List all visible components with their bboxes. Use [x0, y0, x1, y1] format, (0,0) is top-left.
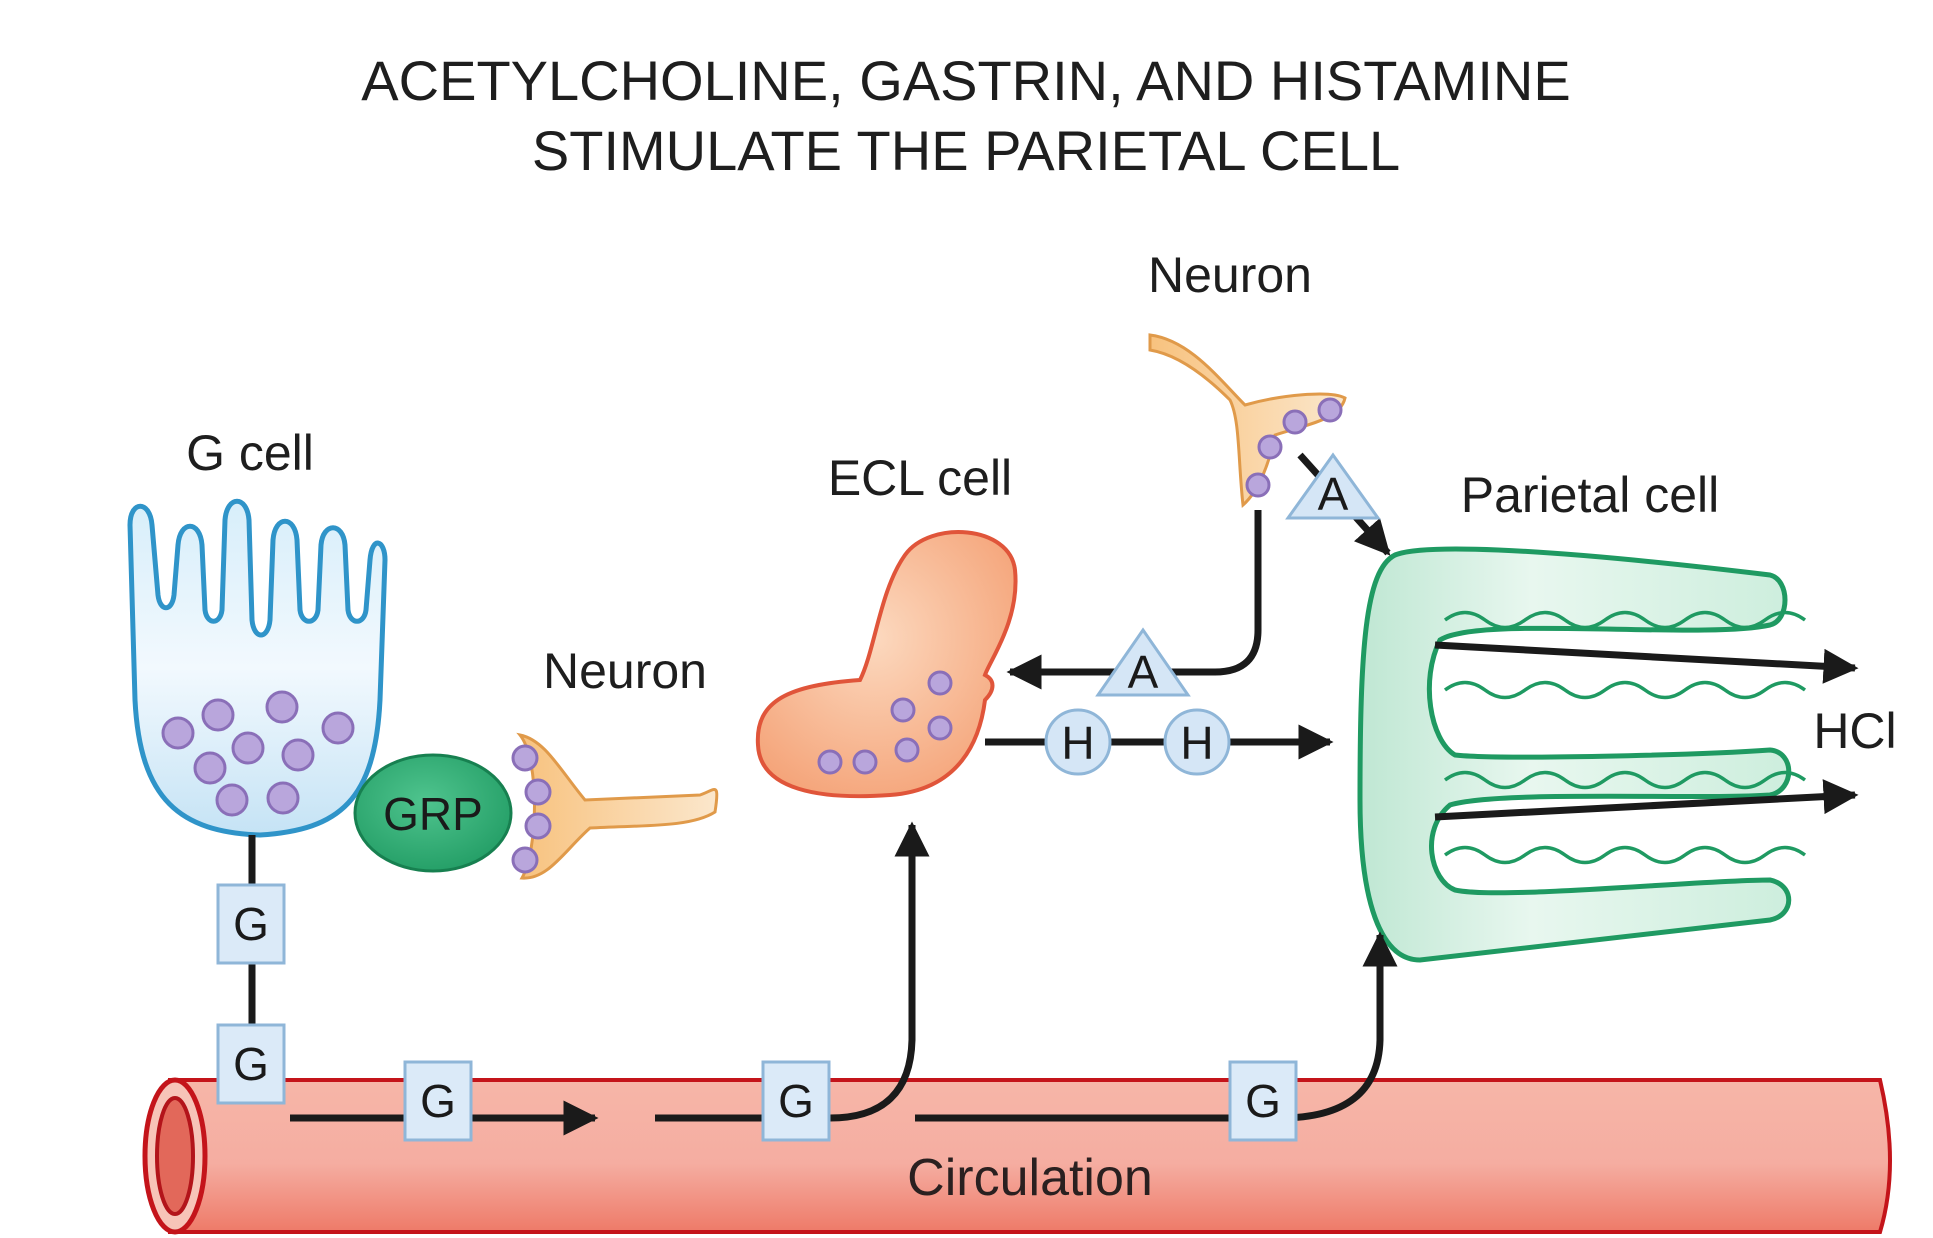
parietal-cell-label: Parietal cell	[1461, 467, 1719, 523]
svg-text:A: A	[1128, 646, 1159, 698]
neuron-left	[511, 732, 719, 880]
hcl-arrow-lower	[1434, 779, 1859, 821]
gastrin-box-3: G	[403, 1060, 473, 1142]
svg-text:H: H	[1061, 717, 1094, 769]
histamine-circle-1: H	[1044, 708, 1112, 776]
neuron-top	[1148, 333, 1347, 509]
grp-bubble	[353, 753, 513, 873]
acetylcholine-triangle-2: A	[1285, 452, 1381, 520]
hcl-label: HCl	[1813, 703, 1896, 759]
ecl-cell	[755, 530, 1018, 799]
ecl-cell-label: ECL cell	[828, 450, 1012, 506]
gastrin-box-4: G	[761, 1060, 831, 1142]
acetylcholine-triangle-1: A	[1095, 627, 1191, 698]
grp-label: GRP	[383, 788, 483, 840]
neuron-left-label: Neuron	[543, 643, 707, 699]
svg-text:G: G	[1245, 1075, 1281, 1127]
title-line-1: ACETYLCHOLINE, GASTRIN, AND HISTAMINE	[361, 49, 1570, 112]
svg-text:A: A	[1318, 468, 1349, 520]
svg-text:G: G	[420, 1075, 456, 1127]
svg-text:G: G	[233, 1038, 269, 1090]
gastrin-box-5: G	[1228, 1060, 1298, 1142]
title-line-2: STIMULATE THE PARIETAL CELL	[532, 119, 1400, 182]
svg-text:G: G	[778, 1075, 814, 1127]
svg-text:H: H	[1180, 717, 1213, 769]
gastrin-box-2: G	[216, 1023, 286, 1105]
svg-text:G: G	[233, 898, 269, 950]
g-cell-label: G cell	[186, 425, 314, 481]
acetylcholine-to-ecl-arrow	[1006, 510, 1262, 690]
gastrin-to-ecl-arrow	[655, 821, 930, 1122]
neuron-top-label: Neuron	[1148, 247, 1312, 303]
gastrin-box-1: G	[216, 883, 286, 965]
blood-vessel	[142, 1077, 1892, 1235]
parietal-cell	[1357, 546, 1807, 963]
histamine-circle-2: H	[1163, 708, 1231, 776]
g-cell	[127, 498, 388, 838]
circulation-label: Circulation	[907, 1149, 1153, 1207]
hcl-arrow-upper	[1434, 641, 1859, 684]
